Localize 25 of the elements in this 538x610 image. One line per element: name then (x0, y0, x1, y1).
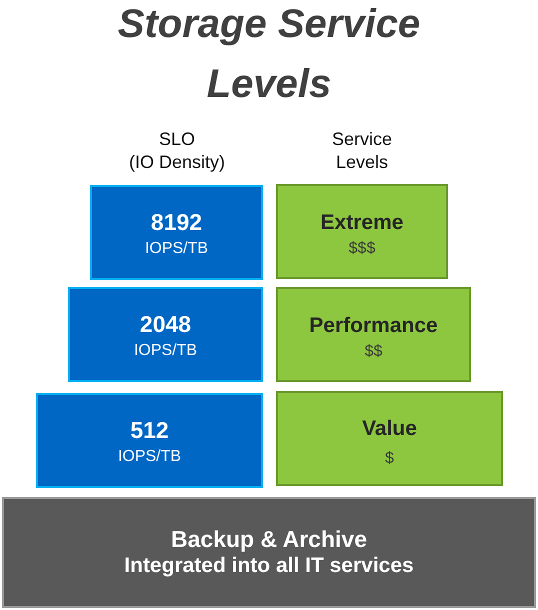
box-heading: Value (362, 416, 417, 441)
box-subtext: IOPS/TB (144, 239, 208, 258)
box-heading: 512 (130, 417, 169, 444)
foundation-bar (2, 497, 536, 608)
box-heading: Performance (309, 313, 438, 338)
box-heading: 2048 (140, 311, 192, 338)
column-heading: Service Levels (330, 128, 394, 174)
column-subheading: (IO Density) (128, 151, 226, 174)
box-subtext: Integrated into all IT services (124, 554, 414, 578)
service-level-box (276, 391, 503, 486)
service-level-box (276, 184, 448, 279)
slo-tier-box (90, 185, 263, 280)
box-heading: 8192 (150, 209, 202, 236)
box-heading: Extreme (320, 210, 404, 235)
column-heading: SLO (158, 128, 196, 151)
slo-tier-box (68, 287, 263, 382)
box-heading: Backup & Archive (171, 526, 367, 553)
box-subtext: $$$ (348, 239, 376, 258)
service-level-box (276, 287, 471, 382)
box-subtext: $ (385, 449, 394, 468)
box-subtext: $$ (364, 342, 382, 361)
box-subtext: IOPS/TB (118, 447, 182, 466)
diagram-title: Storage Service Levels (116, 1, 422, 108)
slo-tier-box (36, 393, 263, 488)
box-subtext: IOPS/TB (134, 341, 198, 360)
